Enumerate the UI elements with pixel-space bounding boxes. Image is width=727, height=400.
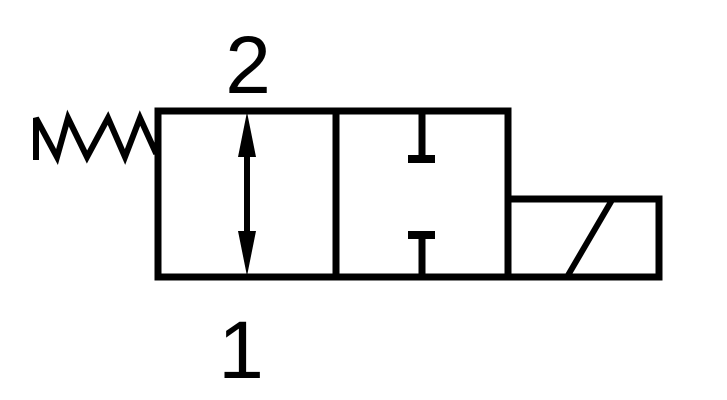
flow-arrow-head-up-icon [238, 112, 256, 157]
blocked-port-bottom-icon [408, 231, 435, 277]
port-1-label: 1 [218, 305, 264, 396]
solenoid-box [504, 195, 663, 281]
solenoid-actuator-icon [504, 195, 663, 281]
blocked-port-top-icon [408, 112, 435, 163]
return-spring-icon [33, 109, 159, 165]
solenoid-coil-diagonal [564, 198, 615, 279]
flow-arrow-icon [238, 112, 256, 276]
port-2-label: 2 [225, 20, 271, 111]
flow-arrow-head-down-icon [238, 231, 256, 276]
